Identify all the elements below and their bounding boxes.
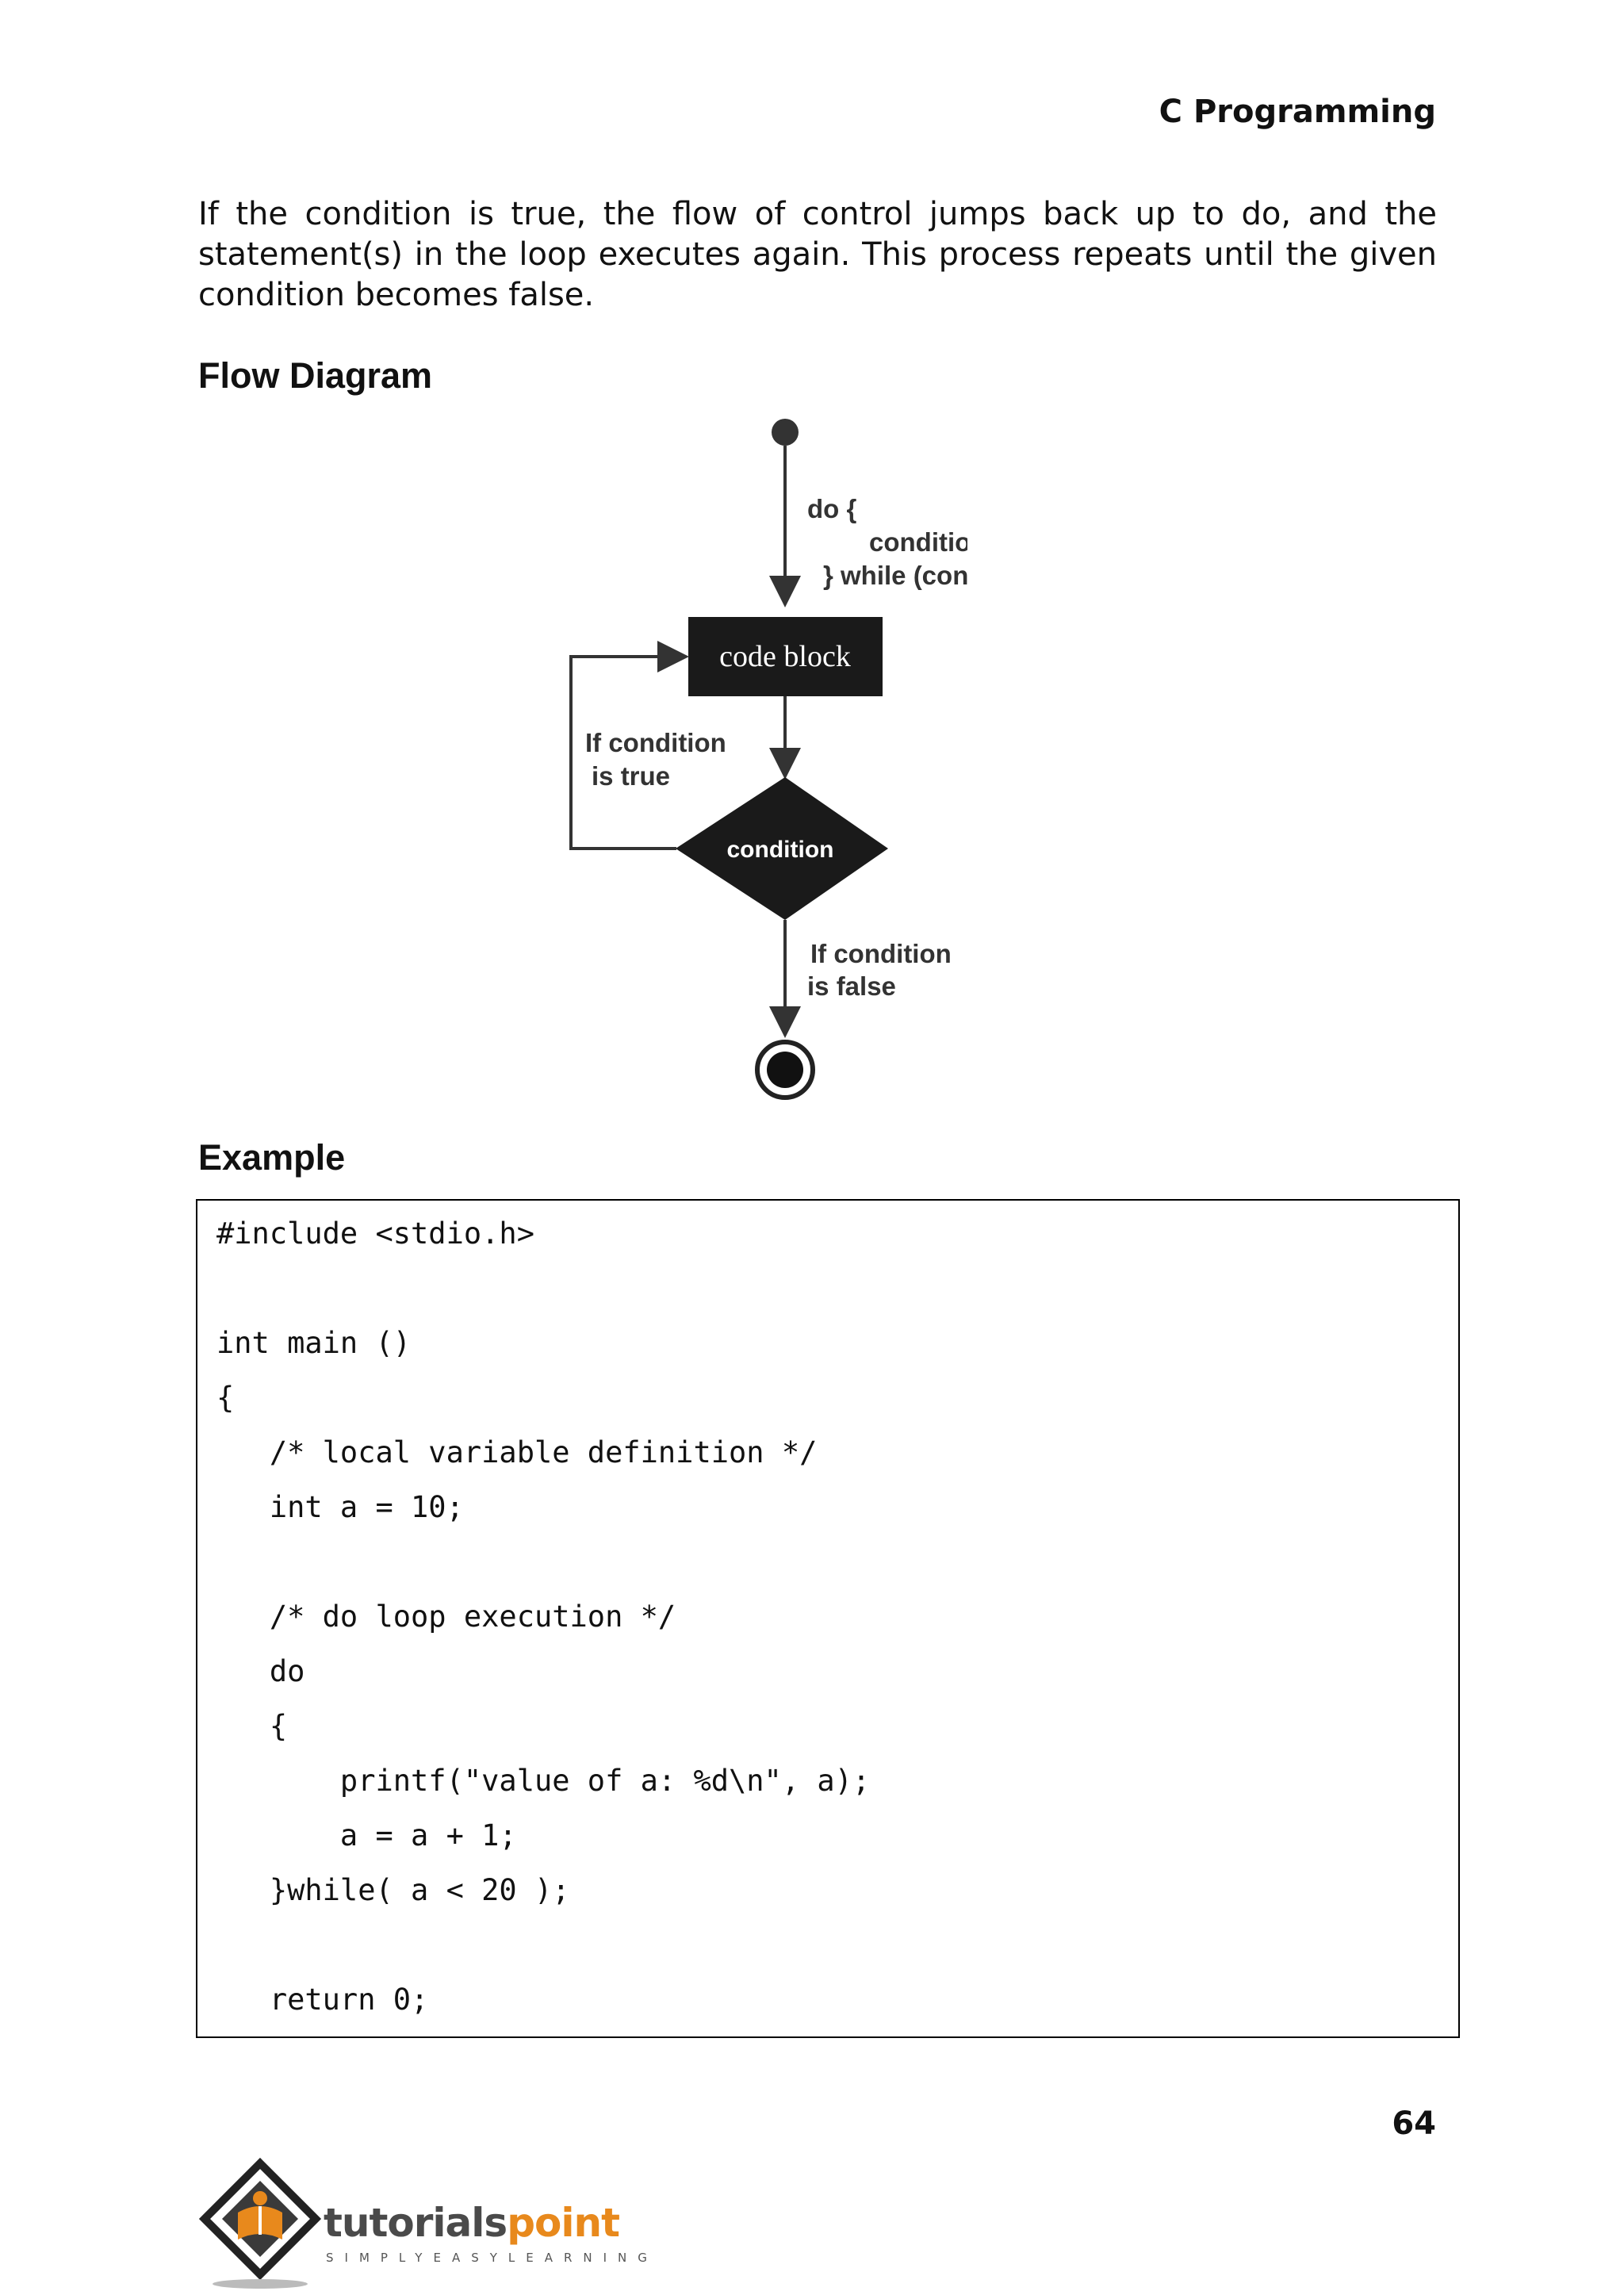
true-label-2: is true — [592, 761, 670, 791]
flow-diagram: do { conditional code ; } while (conditi… — [569, 419, 967, 1100]
code-line: }while( a < 20 ); — [216, 1873, 570, 1907]
code-line: /* do loop execution */ — [216, 1600, 676, 1634]
code-line: a = a + 1; — [216, 1818, 517, 1852]
syntax-line-2: conditional code ; — [869, 527, 967, 557]
syntax-line-1: do { — [807, 494, 856, 523]
code-block-box — [688, 617, 883, 696]
false-label-2: is false — [807, 971, 896, 1001]
code-block-label: code block — [719, 640, 851, 673]
flow-diagram-heading: Flow Diagram — [198, 355, 433, 396]
page-number: 64 — [1392, 2105, 1436, 2142]
logo-emblem-icon — [198, 2157, 322, 2289]
logo-wordmark: tutorialspoint — [324, 2200, 620, 2246]
code-line: int a = 10; — [216, 1490, 464, 1524]
logo-tagline: SIMPLYEASYLEARNING — [326, 2251, 658, 2265]
syntax-line-3: } while (condition) — [823, 561, 967, 590]
end-node-dot — [767, 1052, 803, 1088]
decision-label: condition — [727, 837, 834, 863]
example-heading: Example — [198, 1137, 346, 1178]
code-line: return 0; — [216, 1983, 429, 2017]
start-node — [772, 419, 799, 446]
code-line: printf("value of a: %d\n", a); — [216, 1764, 871, 1798]
code-line: { — [216, 1381, 235, 1415]
code-listing: #include <stdio.h> int main () { /* loca… — [196, 1199, 1460, 2038]
decision-diamond — [676, 777, 888, 920]
code-line: do — [216, 1654, 305, 1688]
false-label-1: If condition — [810, 939, 952, 968]
logo-word-1: tutorials — [324, 2200, 508, 2246]
logo-word-2: point — [507, 2200, 620, 2246]
loop-back-arrow — [569, 641, 689, 850]
code-line: int main () — [216, 1326, 412, 1360]
code-line: #include <stdio.h> — [216, 1216, 534, 1251]
running-header: C Programming — [1159, 94, 1436, 130]
code-line: { — [216, 1709, 288, 1743]
code-line: /* local variable definition */ — [216, 1435, 818, 1469]
true-label-1: If condition — [585, 728, 726, 757]
tutorialspoint-logo: tutorialspoint SIMPLYEASYLEARNING — [197, 2157, 647, 2292]
intro-paragraph: If the condition is true, the flow of co… — [198, 196, 1437, 313]
